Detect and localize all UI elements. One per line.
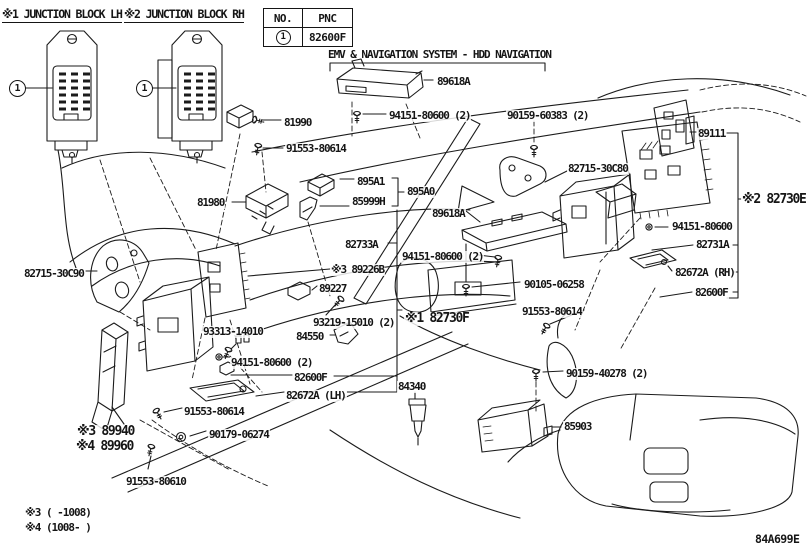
part-label-82733a: 82733A bbox=[344, 238, 379, 251]
part-label-90179-06274: 90179-06274 bbox=[208, 428, 270, 441]
diagram-code: 84A699E bbox=[755, 532, 800, 546]
part-label-81980: 81980 bbox=[196, 196, 225, 209]
lower-bracket-group bbox=[91, 322, 269, 487]
part-label-89618a-center: 89618A bbox=[431, 207, 466, 220]
part-label-84340: 84340 bbox=[397, 380, 426, 393]
nut-icon bbox=[215, 353, 223, 361]
part-label-90159-40278: 90159-40278 (2) bbox=[565, 367, 649, 380]
part-label-90159-60383: 90159-60383 (2) bbox=[506, 109, 590, 122]
callout-1-lh: 1 bbox=[9, 80, 26, 97]
callout-1-rh: 1 bbox=[136, 80, 153, 97]
part-label-84550: 84550 bbox=[295, 330, 324, 343]
part-label-895a1: 895A1 bbox=[356, 175, 385, 188]
dashboard-outline bbox=[57, 78, 807, 519]
part-label-82730e: ※2 82730E bbox=[741, 192, 807, 207]
part-label-91553-80614-right: 91553-80614 bbox=[521, 305, 583, 318]
pnc-table-col-no: NO. bbox=[263, 8, 303, 28]
part-label-94151-80600-right: 94151-80600 bbox=[671, 220, 733, 233]
part-label-94151-80600-left: 94151-80600 (2) bbox=[230, 356, 314, 369]
nut-icon bbox=[645, 223, 653, 231]
system-banner: EMV & NAVIGATION SYSTEM - HDD NAVIGATION bbox=[328, 48, 552, 61]
junction-block-lh-drawing bbox=[24, 29, 99, 165]
bolt-icon bbox=[251, 115, 266, 126]
bolt-icon bbox=[538, 321, 552, 337]
part-label-89960: ※4 89960 bbox=[75, 439, 134, 454]
part-label-85903: 85903 bbox=[563, 420, 592, 433]
part-label-93219-15010: 93219-15010 (2) bbox=[312, 316, 396, 329]
junction-block-rh-drawing bbox=[151, 29, 224, 165]
bolt-icon bbox=[252, 142, 263, 157]
part-label-82672a-rh: 82672A (RH) bbox=[674, 266, 736, 279]
part-label-82715-30c80: 82715-30C80 bbox=[567, 162, 629, 175]
part-label-82600f-center: 82600F bbox=[293, 371, 328, 384]
part-label-89111: 89111 bbox=[697, 127, 726, 140]
part-label-82730f: ※1 82730F bbox=[404, 311, 470, 326]
part-label-91553-80614-bottom: 91553-80614 bbox=[183, 405, 245, 418]
part-label-82715-30c90: 82715-30C90 bbox=[23, 267, 85, 280]
part-label-94151-80600-top: 94151-80600 (2) bbox=[388, 109, 472, 122]
part-label-81990: 81990 bbox=[283, 116, 312, 129]
pnc-table-col-pnc: PNC bbox=[302, 8, 353, 28]
junction-block-rh-title: ※2 JUNCTION BLOCK RH bbox=[124, 7, 245, 23]
part-label-94151-80600-center: 94151-80600 (2) bbox=[401, 250, 485, 263]
table-row: 1 82600F bbox=[263, 27, 353, 47]
center-nav-module bbox=[461, 210, 568, 252]
part-label-91553-80610: 91553-80610 bbox=[125, 475, 187, 488]
bolt-icon bbox=[530, 144, 538, 158]
emv-bracket bbox=[329, 62, 546, 72]
part-label-89226b: ※3 89226B bbox=[330, 263, 385, 276]
install-guide-lines bbox=[99, 133, 241, 283]
cowl-bracket-parts bbox=[499, 120, 637, 219]
footnote-line-1: ※3 ( -1008) bbox=[25, 506, 92, 519]
footnote-line-2: ※4 (1008- ) bbox=[25, 521, 92, 534]
part-label-895a0: 895A0 bbox=[406, 185, 435, 198]
console-parts bbox=[408, 243, 585, 453]
part-label-90105-06258: 90105-06258 bbox=[523, 278, 585, 291]
bolt-icon bbox=[353, 110, 361, 124]
pnc-table: NO. PNC 1 82600F bbox=[263, 8, 353, 47]
part-label-89940: ※3 89940 bbox=[76, 424, 135, 439]
part-label-82672a-lh: 82672A (LH) bbox=[285, 389, 347, 402]
lh-ecu-group bbox=[85, 209, 503, 402]
part-label-85999h: 85999H bbox=[351, 195, 386, 208]
junction-block-lh-title: ※1 JUNCTION BLOCK LH bbox=[2, 7, 123, 23]
pnc-value: 82600F bbox=[302, 27, 353, 47]
part-label-89618a-top: 89618A bbox=[436, 75, 471, 88]
nav-module-drawing bbox=[336, 58, 434, 139]
center-console-drawing bbox=[507, 393, 799, 517]
part-label-93313-14010: 93313-14010 bbox=[202, 325, 264, 338]
callout-number: 1 bbox=[275, 30, 291, 45]
part-label-91553-80614-a: 91553-80614 bbox=[285, 142, 347, 155]
part-label-82731a: 82731A bbox=[695, 238, 730, 251]
bolt-icon bbox=[145, 443, 156, 458]
part-label-89227: 89227 bbox=[318, 282, 347, 295]
part-label-82600f-right: 82600F bbox=[694, 286, 729, 299]
bolt-icon bbox=[532, 368, 540, 382]
bolt-icon bbox=[151, 406, 165, 422]
